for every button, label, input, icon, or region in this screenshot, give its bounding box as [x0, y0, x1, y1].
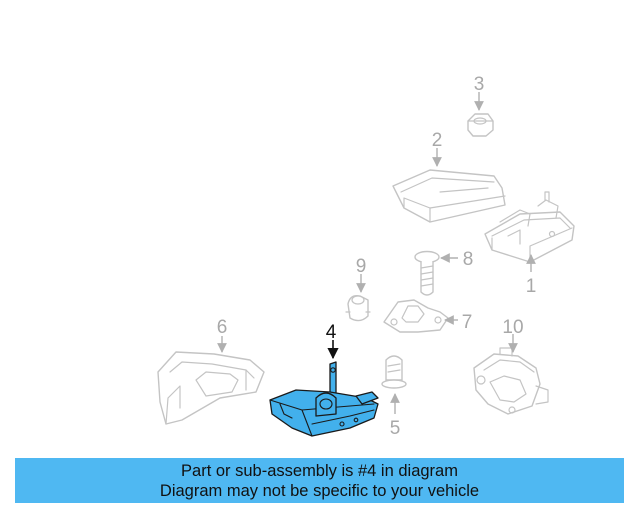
part-10-actuator[interactable] [473, 347, 549, 415]
callout-7[interactable]: 7 [462, 312, 473, 333]
part-1-latch[interactable] [484, 191, 575, 263]
callout-1[interactable]: 1 [526, 276, 537, 297]
part-8-bolt[interactable] [414, 250, 440, 296]
part-3-nut[interactable] [467, 113, 494, 137]
callout-3[interactable]: 3 [474, 74, 485, 95]
part-9-grommet[interactable] [345, 294, 371, 322]
part-5-screw[interactable] [381, 355, 407, 389]
callout-9[interactable]: 9 [356, 256, 367, 277]
part-4-module[interactable] [269, 361, 379, 437]
callout-8[interactable]: 8 [463, 249, 474, 270]
callout-4[interactable]: 4 [326, 322, 337, 343]
part-2-cover[interactable] [392, 169, 506, 223]
callout-5[interactable]: 5 [390, 418, 401, 439]
banner-part-notice: Part or sub-assembly is #4 in diagram [181, 461, 458, 480]
callout-6[interactable]: 6 [217, 317, 228, 338]
callout-10[interactable]: 10 [502, 317, 523, 338]
part-7-striker[interactable] [383, 299, 449, 333]
info-banner: Part or sub-assembly is #4 in diagram Di… [15, 458, 624, 503]
callout-2[interactable]: 2 [432, 130, 443, 151]
banner-disclaimer: Diagram may not be specific to your vehi… [159, 481, 480, 500]
part-6-bracket[interactable] [157, 351, 265, 425]
